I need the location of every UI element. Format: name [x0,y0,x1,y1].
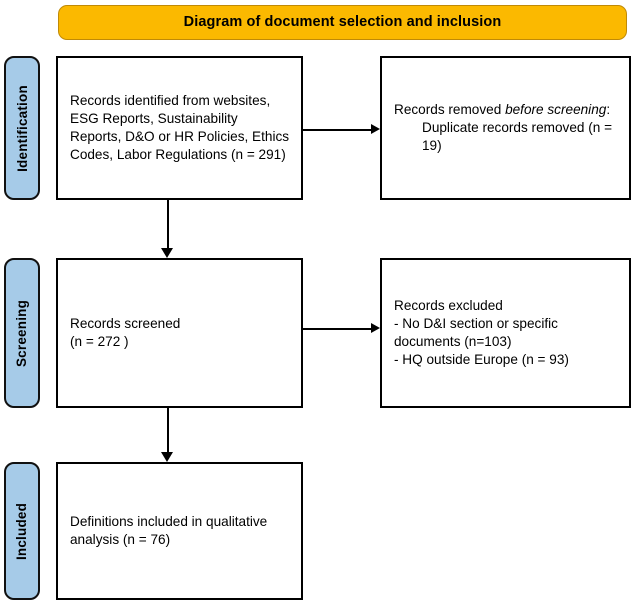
box-records-removed-detail: Duplicate records removed (n = 19) [422,119,613,154]
arrow-shaft [303,328,372,330]
box-records-excluded-line3: - HQ outside Europe (n = 93) [394,352,569,368]
diagram-title-text: Diagram of document selection and inclus… [183,13,502,30]
stage-label-identification-text: Identification [14,84,30,172]
arrow-head [371,323,380,333]
box-records-screened: Records screened (n = 272 ) [56,258,303,408]
arrow-head [161,248,173,258]
arrow-shaft [167,408,169,452]
arrow-head [371,124,380,134]
box-records-excluded-text: Records excluded - No D&I section or spe… [382,297,629,369]
box-definitions-included: Definitions included in qualitative anal… [56,462,303,600]
arrow-down-identified-to-screened-icon [161,200,174,258]
box-records-screened-text: Records screened (n = 272 ) [58,315,301,351]
arrow-shaft [167,200,169,248]
box-definitions-included-line1: Definitions included in qualitative [70,513,268,529]
stage-label-identification: Identification [4,56,40,200]
stage-label-included: Included [4,462,40,600]
stage-label-included-text: Included [14,502,30,560]
box-records-excluded-line1: Records excluded [394,297,503,313]
box-records-removed-heading: Records removed [394,101,506,117]
arrow-right-identified-to-removed-icon [303,124,380,135]
box-records-removed-text: Records removed before screening: Duplic… [382,101,629,155]
box-records-identified: Records identified from websites, ESG Re… [56,56,303,200]
box-records-removed-heading-italic: before screening [505,101,607,117]
box-records-excluded-line2: - No D&I section or specific documents (… [394,315,558,349]
box-records-excluded: Records excluded - No D&I section or spe… [380,258,631,408]
box-records-removed-heading-suffix: : [606,101,611,117]
stage-label-screening: Screening [4,258,40,408]
arrow-shaft [303,129,372,131]
box-definitions-included-text: Definitions included in qualitative anal… [58,513,301,549]
box-records-screened-line2: (n = 272 ) [70,334,129,349]
box-records-removed: Records removed before screening: Duplic… [380,56,631,200]
box-records-identified-text: Records identified from websites, ESG Re… [70,92,290,163]
arrow-down-screened-to-included-icon [161,408,174,462]
box-definitions-included-line2: analysis (n = 76) [70,532,171,547]
stage-label-screening-text: Screening [14,299,30,367]
box-records-screened-line1: Records screened [70,315,181,331]
arrow-right-screened-to-excluded-icon [303,323,380,334]
diagram-title-banner: Diagram of document selection and inclus… [58,5,627,40]
arrow-head [161,452,173,462]
